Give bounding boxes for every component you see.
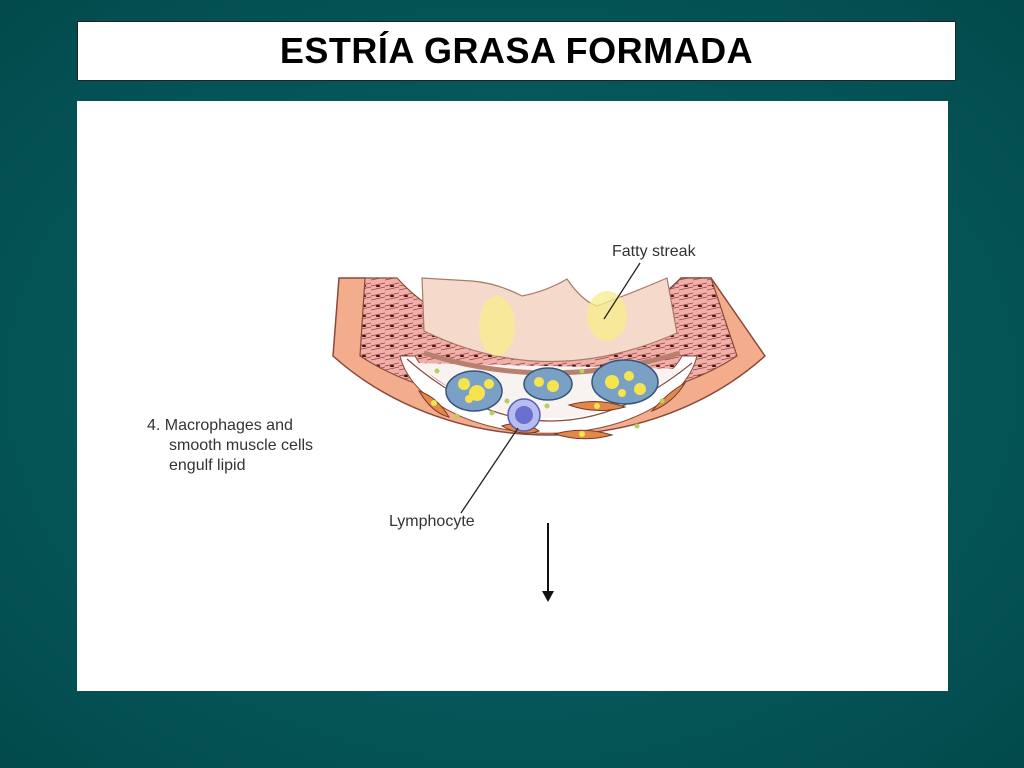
label-macrophages-line3: engulf lipid <box>169 457 246 474</box>
slide-title-box: ESTRÍA GRASA FORMADA <box>77 21 956 81</box>
lipid-particles <box>434 368 665 429</box>
label-fatty-streak: Fatty streak <box>612 243 696 260</box>
slide-title: ESTRÍA GRASA FORMADA <box>279 30 754 71</box>
lymphocyte-cell <box>507 398 541 432</box>
fatty-streak-pointer <box>603 262 641 320</box>
lymphocyte-pointer <box>460 427 519 514</box>
diagram-panel: Fatty streak 4. Macrophages and smooth m… <box>77 101 948 691</box>
macrophage-cells <box>445 359 659 412</box>
label-macrophages-line2: smooth muscle cells <box>169 437 314 454</box>
artery-diagram <box>332 262 766 602</box>
label-macrophages: 4. Macrophages and smooth muscle cells e… <box>147 416 313 476</box>
label-macrophages-line1: 4. Macrophages and <box>147 417 293 434</box>
down-arrow-icon <box>542 523 554 602</box>
label-lymphocyte: Lymphocyte <box>389 513 475 530</box>
